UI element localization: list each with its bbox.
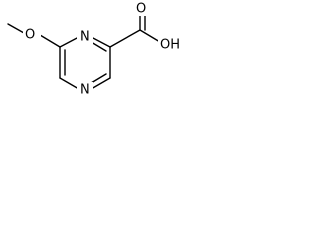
bond-c2-carboxyl bbox=[109, 29, 141, 48]
atom-hydroxyl: OH bbox=[160, 38, 180, 53]
atom-oxygen-carbonyl: O bbox=[136, 2, 146, 17]
bond-n4-c5 bbox=[59, 77, 80, 90]
bond-o-ring bbox=[39, 34, 61, 48]
atom-oxygen-methoxy: O bbox=[25, 28, 35, 43]
bond-group bbox=[7, 15, 161, 90]
bond-n1-c2 bbox=[90, 36, 111, 48]
atom-label-group: O N N O OH bbox=[23, 2, 188, 98]
bond-c6-n1 bbox=[59, 36, 80, 48]
atom-nitrogen-top: N bbox=[80, 30, 90, 45]
bond-c3-n4 bbox=[90, 77, 111, 90]
bond-n1-c2-double bbox=[90, 41, 107, 52]
structure-diagram: O N N O OH bbox=[7, 2, 188, 98]
atom-nitrogen-bottom: N bbox=[80, 83, 90, 98]
bond-c-oh bbox=[139, 29, 161, 43]
bond-methyl-o bbox=[7, 23, 25, 34]
bond-c3-n4-double bbox=[90, 73, 107, 84]
